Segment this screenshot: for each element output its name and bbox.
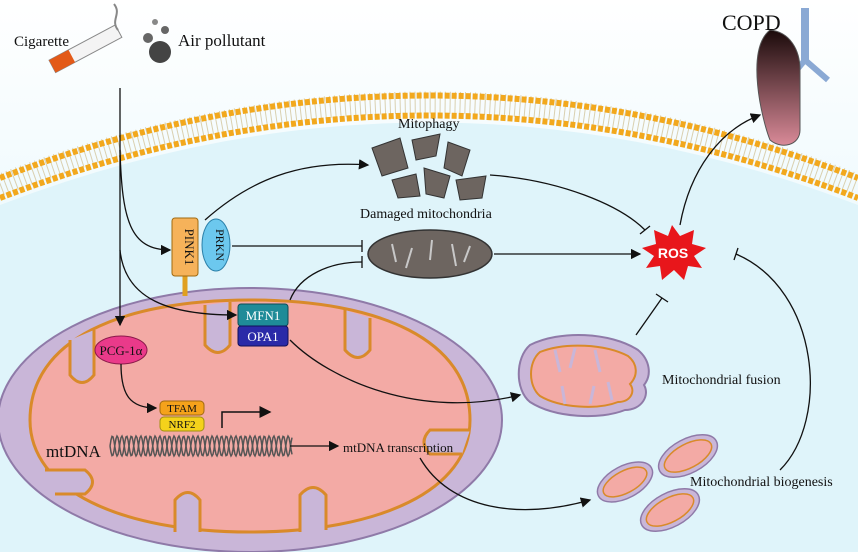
ros-starburst: ROS bbox=[642, 225, 706, 280]
transcription-start-arrow bbox=[221, 406, 272, 428]
pathway-connectors bbox=[114, 88, 811, 511]
mtdna-strand bbox=[109, 434, 293, 458]
mfn1-label: MFN1 bbox=[246, 308, 281, 323]
prkn-label: PRKN bbox=[213, 229, 227, 261]
pink1-label: PINK1 bbox=[182, 229, 197, 266]
mitochondrial-biogenesis-label: Mitochondrial biogenesis bbox=[690, 475, 833, 490]
nrf2-protein: NRF2 bbox=[159, 416, 205, 432]
mitophagy-fragments-icon bbox=[371, 133, 487, 201]
damaged-mitochondria-label: Damaged mitochondria bbox=[360, 207, 493, 222]
biogenesis-mitochondria-icon bbox=[596, 434, 719, 532]
inhibit-bar-4 bbox=[655, 293, 669, 303]
fusion-mitochondrion-icon bbox=[517, 333, 650, 418]
arrow-to-mfn1 bbox=[119, 249, 238, 321]
arrow-to-pink1 bbox=[119, 149, 172, 256]
opa1-protein: OPA1 bbox=[237, 325, 289, 347]
lung-icon bbox=[756, 8, 830, 146]
arrow-ros-to-copd bbox=[679, 113, 762, 226]
copd-label: COPD bbox=[722, 10, 781, 35]
arrow-to-mitophagy bbox=[204, 159, 370, 221]
inhibit-bar-3 bbox=[639, 225, 651, 235]
air-pollutant-icon bbox=[143, 19, 171, 63]
inhibit-from-mfn1 bbox=[289, 261, 363, 301]
mitochondrial-fusion-label: Mitochondrial fusion bbox=[662, 373, 781, 388]
arrow-pgc1a-to-tfam bbox=[120, 363, 158, 414]
damaged-mitochondrion-icon bbox=[367, 229, 493, 279]
ros-label: ROS bbox=[658, 245, 688, 261]
nrf2-label: NRF2 bbox=[169, 419, 196, 431]
inhibit-bar-5 bbox=[733, 247, 739, 261]
pgc1a-protein: PCG-1α bbox=[94, 335, 148, 365]
mtdna-transcription-label: mtDNA transcription bbox=[343, 440, 454, 455]
opa1-label: OPA1 bbox=[247, 329, 278, 344]
pgc1a-label: PCG-1α bbox=[100, 343, 143, 358]
cell-membrane bbox=[0, 91, 858, 201]
biogenesis-inhibit-ros bbox=[735, 253, 811, 471]
mfn1-protein: MFN1 bbox=[237, 303, 289, 327]
air-pollutant-label: Air pollutant bbox=[178, 31, 266, 50]
arrow-to-fusion bbox=[289, 339, 522, 404]
mitophagy-inhibit-ros bbox=[489, 174, 646, 231]
mtdna-label: mtDNA bbox=[46, 442, 102, 461]
tfam-protein: TFAM bbox=[159, 400, 205, 416]
prkn-protein: PRKN bbox=[201, 218, 231, 272]
cigarette-label: Cigarette bbox=[14, 34, 69, 50]
tfam-label: TFAM bbox=[167, 403, 197, 415]
cigarette-icon bbox=[48, 3, 123, 74]
pink1-protein: PINK1 bbox=[171, 217, 199, 296]
arrow-to-biogenesis bbox=[419, 457, 592, 511]
fusion-inhibit-ros bbox=[635, 297, 663, 336]
mitophagy-label: Mitophagy bbox=[398, 117, 459, 132]
